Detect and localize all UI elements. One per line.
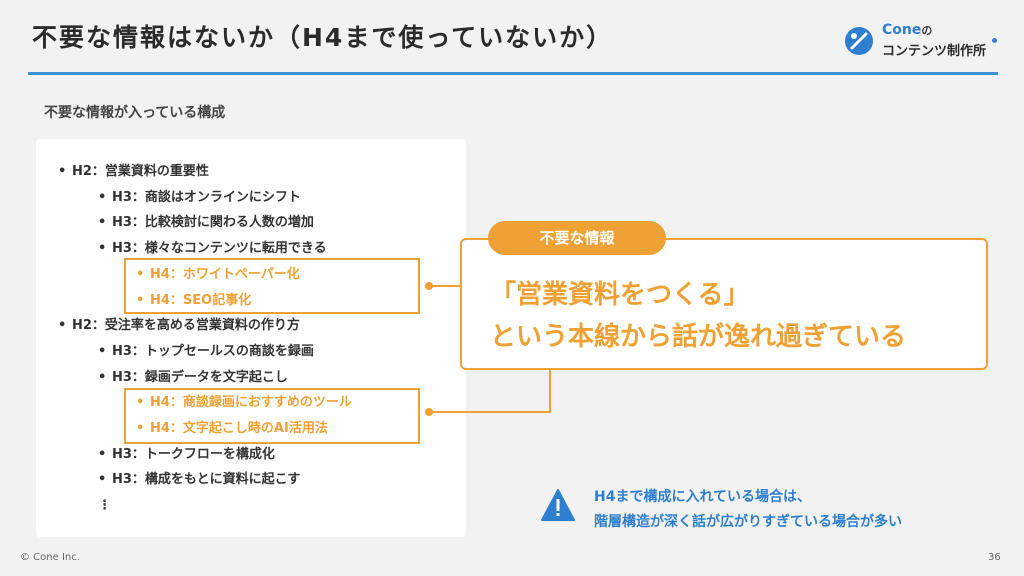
cone-logo: Coneの コンテンツ制作所 bbox=[844, 20, 1004, 62]
bullet: • bbox=[136, 395, 145, 411]
warning-icon bbox=[541, 489, 575, 521]
bullet: • bbox=[58, 164, 67, 179]
h4-highlight-box-2 bbox=[124, 388, 420, 444]
bullet: • bbox=[58, 318, 67, 334]
bullet: • bbox=[136, 266, 145, 282]
copyright: © Cone Inc. bbox=[20, 552, 80, 563]
title-divider bbox=[28, 72, 998, 75]
outline-item-more: ⋮ bbox=[98, 497, 111, 515]
bullet: • bbox=[98, 369, 107, 385]
connector-line-2h bbox=[430, 411, 551, 413]
bullet: • bbox=[98, 241, 107, 257]
callout-tag: 不要な情報 bbox=[488, 221, 666, 255]
outline-item-text: H4：商談録画におすすめのツール bbox=[150, 395, 352, 411]
bullet: • bbox=[136, 292, 145, 308]
outline-panel bbox=[36, 139, 466, 537]
outline-item-h4: • H4：SEO記事化 bbox=[136, 292, 251, 310]
bullet: • bbox=[98, 343, 107, 359]
page-title: 不要な情報はないか（H4まで使っていないか） bbox=[32, 23, 614, 52]
outline-item-h2: • H2：受注率を高める営業資料の作り方 bbox=[58, 317, 300, 335]
callout-box bbox=[460, 238, 988, 370]
outline-item-h4: • H4：商談録画におすすめのツール bbox=[136, 394, 352, 412]
outline-item-h3: • H3：トークフローを構成化 bbox=[98, 446, 275, 464]
bullet: • bbox=[136, 421, 145, 436]
page-number: 36 bbox=[988, 552, 1001, 563]
outline-item-text: H2：営業資料の重要性 bbox=[72, 164, 209, 179]
outline-item-text: H2：受注率を高める営業資料の作り方 bbox=[72, 318, 300, 334]
outline-item-h3: • H3：商談はオンラインにシフト bbox=[98, 189, 301, 207]
outline-item-h4: • H4：ホワイトペーパー化 bbox=[136, 266, 300, 284]
outline-item-text: H3：録画データを文字起こし bbox=[112, 369, 288, 385]
logo-dot bbox=[992, 38, 997, 43]
h4-highlight-box-1 bbox=[124, 258, 420, 314]
outline-item-h4: • H4：文字起こし時のAI活用法 bbox=[136, 420, 328, 438]
outline-item-text: H3：比較検討に関わる人数の増加 bbox=[112, 215, 314, 231]
outline-item-text: H4：SEO記事化 bbox=[150, 292, 252, 308]
bullet: • bbox=[98, 189, 107, 205]
cone-logo-icon bbox=[845, 27, 873, 55]
connector-dot-1 bbox=[425, 282, 433, 290]
outline-item-text: H3：トークフローを構成化 bbox=[112, 446, 275, 462]
bullet: • bbox=[98, 215, 107, 231]
outline-item-h3: • H3：比較検討に関わる人数の増加 bbox=[98, 214, 314, 232]
warning-line-2: 階層構造が深く話が広がりすぎている場合が多い bbox=[594, 514, 902, 530]
outline-item-text: H3：構成をもとに資料に起こす bbox=[112, 472, 301, 488]
outline-item-text: H3：商談はオンラインにシフト bbox=[112, 189, 301, 205]
connector-dot-2 bbox=[425, 408, 433, 416]
callout-line-2: という本線から話が逸れ過ぎている bbox=[490, 322, 907, 352]
outline-item-h3: • H3：トップセールスの商談を録画 bbox=[98, 343, 314, 361]
outline-item-h3: • H3：構成をもとに資料に起こす bbox=[98, 471, 300, 489]
logo-subtitle: コンテンツ制作所 bbox=[882, 44, 987, 59]
bullet: • bbox=[98, 446, 107, 462]
bullet: • bbox=[98, 472, 107, 488]
outline-item-text: H3：様々なコンテンツに転用できる bbox=[112, 241, 327, 257]
outline-item-h3: • H3：様々なコンテンツに転用できる bbox=[98, 240, 327, 258]
connector-line-2v bbox=[549, 370, 551, 413]
outline-item-text: H4：文字起こし時のAI活用法 bbox=[150, 421, 328, 436]
callout-line-1: 「営業資料をつくる」 bbox=[490, 280, 750, 310]
logo-brand: Coneの bbox=[882, 22, 933, 38]
outline-item-text: H4：ホワイトペーパー化 bbox=[150, 266, 300, 282]
section-subtitle: 不要な情報が入っている構成 bbox=[44, 105, 226, 121]
outline-item-text: ⋮ bbox=[98, 498, 111, 514]
connector-line-1 bbox=[430, 285, 462, 287]
warning-line-1: H4まで構成に入れている場合は、 bbox=[594, 489, 812, 505]
outline-item-h2: • H2：営業資料の重要性 bbox=[58, 163, 209, 181]
outline-item-h3: • H3：録画データを文字起こし bbox=[98, 369, 288, 387]
outline-item-text: H3：トップセールスの商談を録画 bbox=[112, 343, 314, 359]
